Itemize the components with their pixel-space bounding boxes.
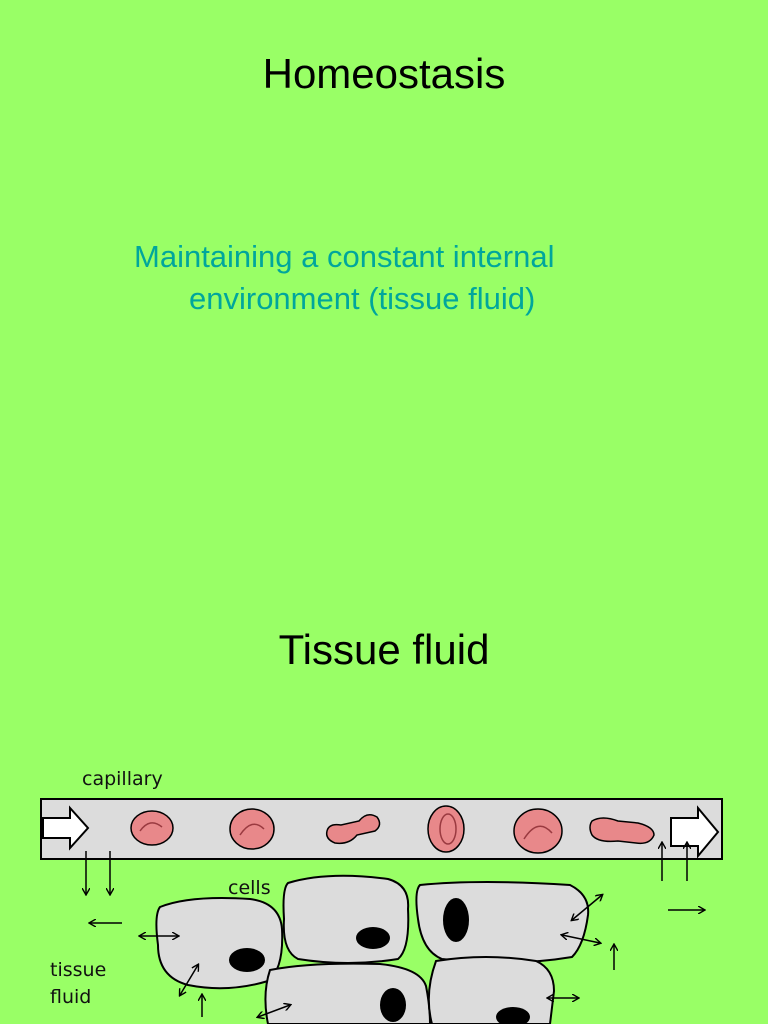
capillary-label: capillary (82, 768, 163, 790)
red-blood-cell (427, 805, 465, 853)
cells-label: cells (228, 877, 271, 899)
tissue-cell (282, 874, 410, 964)
red-blood-cell (589, 817, 655, 845)
slide-title-homeostasis: Homeostasis (262, 50, 506, 97)
tissue-cell (264, 962, 432, 1024)
red-blood-cell (325, 814, 381, 845)
exchange-arrows (86, 843, 704, 1017)
red-blood-cell (513, 808, 563, 854)
tissue-fluid-diagram: capillary cells tissue fluid (40, 768, 723, 1024)
homeostasis-definition: Maintaining a constant internal environm… (134, 236, 654, 320)
tissue-cell (415, 881, 590, 964)
tissue-fluid-label-line1: tissue (50, 959, 106, 981)
definition-line-2: environment (tissue fluid) (189, 281, 536, 316)
definition-line-1: Maintaining a constant internal (134, 239, 555, 274)
tissue-cell (427, 956, 556, 1024)
slide-title-tissue-fluid: Tissue fluid (278, 626, 490, 673)
red-blood-cell (229, 808, 275, 850)
flow-in-arrow-icon (42, 805, 90, 851)
flow-out-arrow-icon (670, 805, 720, 859)
tissue-cell (155, 897, 284, 990)
red-blood-cell (130, 810, 174, 846)
tissue-fluid-label-line2: fluid (50, 986, 91, 1008)
